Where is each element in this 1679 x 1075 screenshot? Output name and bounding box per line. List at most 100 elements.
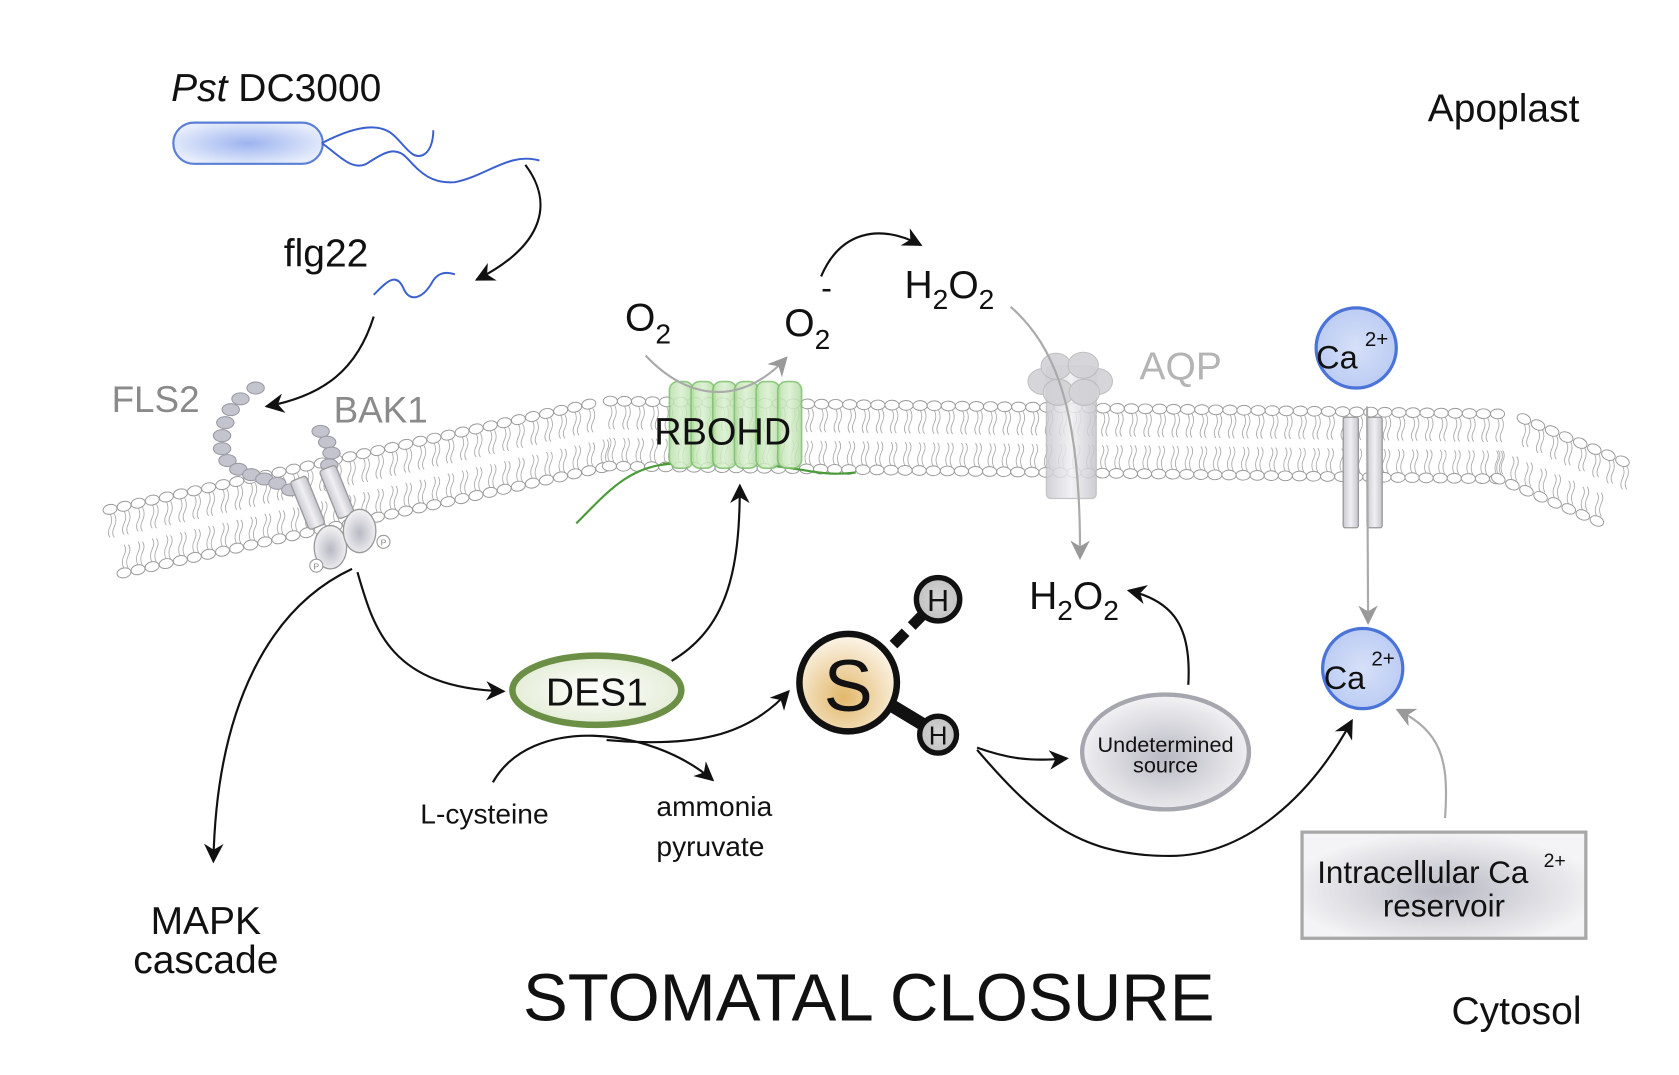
lipid-head xyxy=(1491,472,1506,485)
lipid-head xyxy=(538,474,554,486)
lipid-tail xyxy=(234,485,258,541)
fls2-lrr-domain xyxy=(268,476,287,490)
lipid-tail xyxy=(1524,435,1559,487)
aqp-label: AQP xyxy=(1140,345,1222,388)
svg-text:H: H xyxy=(927,585,949,618)
lipid-head xyxy=(271,466,287,478)
lipid-tail xyxy=(1184,413,1195,471)
arrow-flg22-to-fls2 xyxy=(264,316,375,413)
lipid-head xyxy=(912,400,928,411)
lipid-head xyxy=(911,465,927,476)
lipid-head xyxy=(356,448,371,460)
lipid-head xyxy=(1335,406,1351,418)
lipid-head xyxy=(1419,407,1435,419)
lipid-head xyxy=(341,451,357,463)
lipid-head xyxy=(581,398,597,410)
lipid-head xyxy=(926,400,942,412)
lipid-head xyxy=(524,477,540,489)
lipid-head xyxy=(1094,467,1110,479)
lipid-head xyxy=(1123,403,1139,414)
fls2-lrr-domain xyxy=(218,454,237,468)
lipid-head xyxy=(116,500,132,512)
lipid-tail xyxy=(917,409,927,467)
svg-text:Ca: Ca xyxy=(1316,340,1358,376)
lipid-head xyxy=(567,468,583,480)
fls2-lrr-domain xyxy=(212,442,232,456)
lipid-head xyxy=(468,423,484,435)
flg22-label: flg22 xyxy=(284,233,369,276)
lipid-head xyxy=(814,398,830,410)
lipid-head xyxy=(158,491,174,503)
lipid-tail xyxy=(1594,465,1629,517)
superoxide-charge: - xyxy=(821,270,832,306)
l-cysteine-label: L-cysteine xyxy=(420,798,548,829)
lipid-tail xyxy=(874,409,885,466)
lipid-tail xyxy=(1424,417,1434,474)
lipid-head xyxy=(1236,404,1252,416)
lipid-tail xyxy=(1381,416,1392,474)
lipid-head xyxy=(1505,478,1520,491)
lipid-head xyxy=(1208,404,1224,416)
lipid-head xyxy=(1151,468,1167,480)
lipid-tail xyxy=(1566,453,1601,505)
lipid-tail xyxy=(846,408,857,466)
svg-text:source: source xyxy=(1133,753,1198,778)
arrow-receptor-to-mapk xyxy=(204,567,353,864)
lipid-tail xyxy=(1156,413,1166,470)
lipid-head xyxy=(215,545,230,557)
lipid-tail xyxy=(1480,417,1490,475)
svg-text:2+: 2+ xyxy=(1365,328,1388,351)
lipid-tail xyxy=(1269,414,1279,472)
arrow-receptor-to-des1 xyxy=(356,571,506,701)
lipid-head xyxy=(1291,470,1307,482)
lipid-head xyxy=(1180,404,1196,415)
lipid-head xyxy=(215,479,231,491)
lipid-head xyxy=(1432,472,1448,484)
lipid-head xyxy=(1418,472,1434,484)
lipid-tail xyxy=(1552,447,1587,499)
lipid-tail xyxy=(1410,416,1420,474)
lipid-head xyxy=(1587,443,1602,455)
lipid-head xyxy=(1292,405,1308,417)
lipid-tail xyxy=(248,482,272,538)
phosphate-label: P xyxy=(313,561,319,571)
lipid-head xyxy=(1165,468,1181,480)
lipid-tail xyxy=(1100,412,1110,470)
fls2-lrr-domain xyxy=(216,416,235,430)
fls2-kinase-domain xyxy=(313,524,348,570)
lipid-head xyxy=(842,399,858,410)
lipid-head xyxy=(1572,437,1588,449)
arrow-o2-to-superoxide xyxy=(644,354,788,394)
lipid-tail xyxy=(1395,416,1406,474)
lipid-head xyxy=(271,533,287,545)
lipid-tail xyxy=(1438,417,1448,474)
svg-text:reservoir: reservoir xyxy=(1383,889,1505,924)
lipid-tail xyxy=(1452,417,1462,475)
lipid-tail xyxy=(888,409,899,466)
calcium-channel-icon xyxy=(1342,416,1383,529)
lipid-head xyxy=(939,465,955,477)
lipid-head xyxy=(1305,470,1322,482)
superoxide-label: O2 xyxy=(784,302,830,355)
lipid-head xyxy=(1404,472,1420,484)
lipid-head xyxy=(883,464,899,476)
lipid-tail xyxy=(1496,423,1531,475)
lipid-tail xyxy=(136,507,159,563)
lipid-tail xyxy=(488,429,511,486)
lipid-head xyxy=(144,561,160,573)
lipid-head xyxy=(440,496,456,508)
lipid-head xyxy=(454,426,470,438)
lipid-head xyxy=(1136,468,1153,480)
calcium-ion-apoplast: Ca 2+ xyxy=(1314,306,1398,390)
rbohd-label: RBOHD xyxy=(654,411,791,453)
lipid-head xyxy=(1561,503,1576,515)
lipid-head xyxy=(799,398,816,410)
lipid-tail xyxy=(1226,414,1237,471)
cytosol-label: Cytosol xyxy=(1452,990,1582,1033)
lipid-head xyxy=(1151,403,1168,415)
lipid-tail xyxy=(931,409,941,467)
lipid-head xyxy=(1109,403,1125,414)
stomatal-closure-title: STOMATAL CLOSURE xyxy=(523,961,1215,1036)
lipid-head xyxy=(1193,469,1209,480)
lipid-head xyxy=(983,401,999,412)
